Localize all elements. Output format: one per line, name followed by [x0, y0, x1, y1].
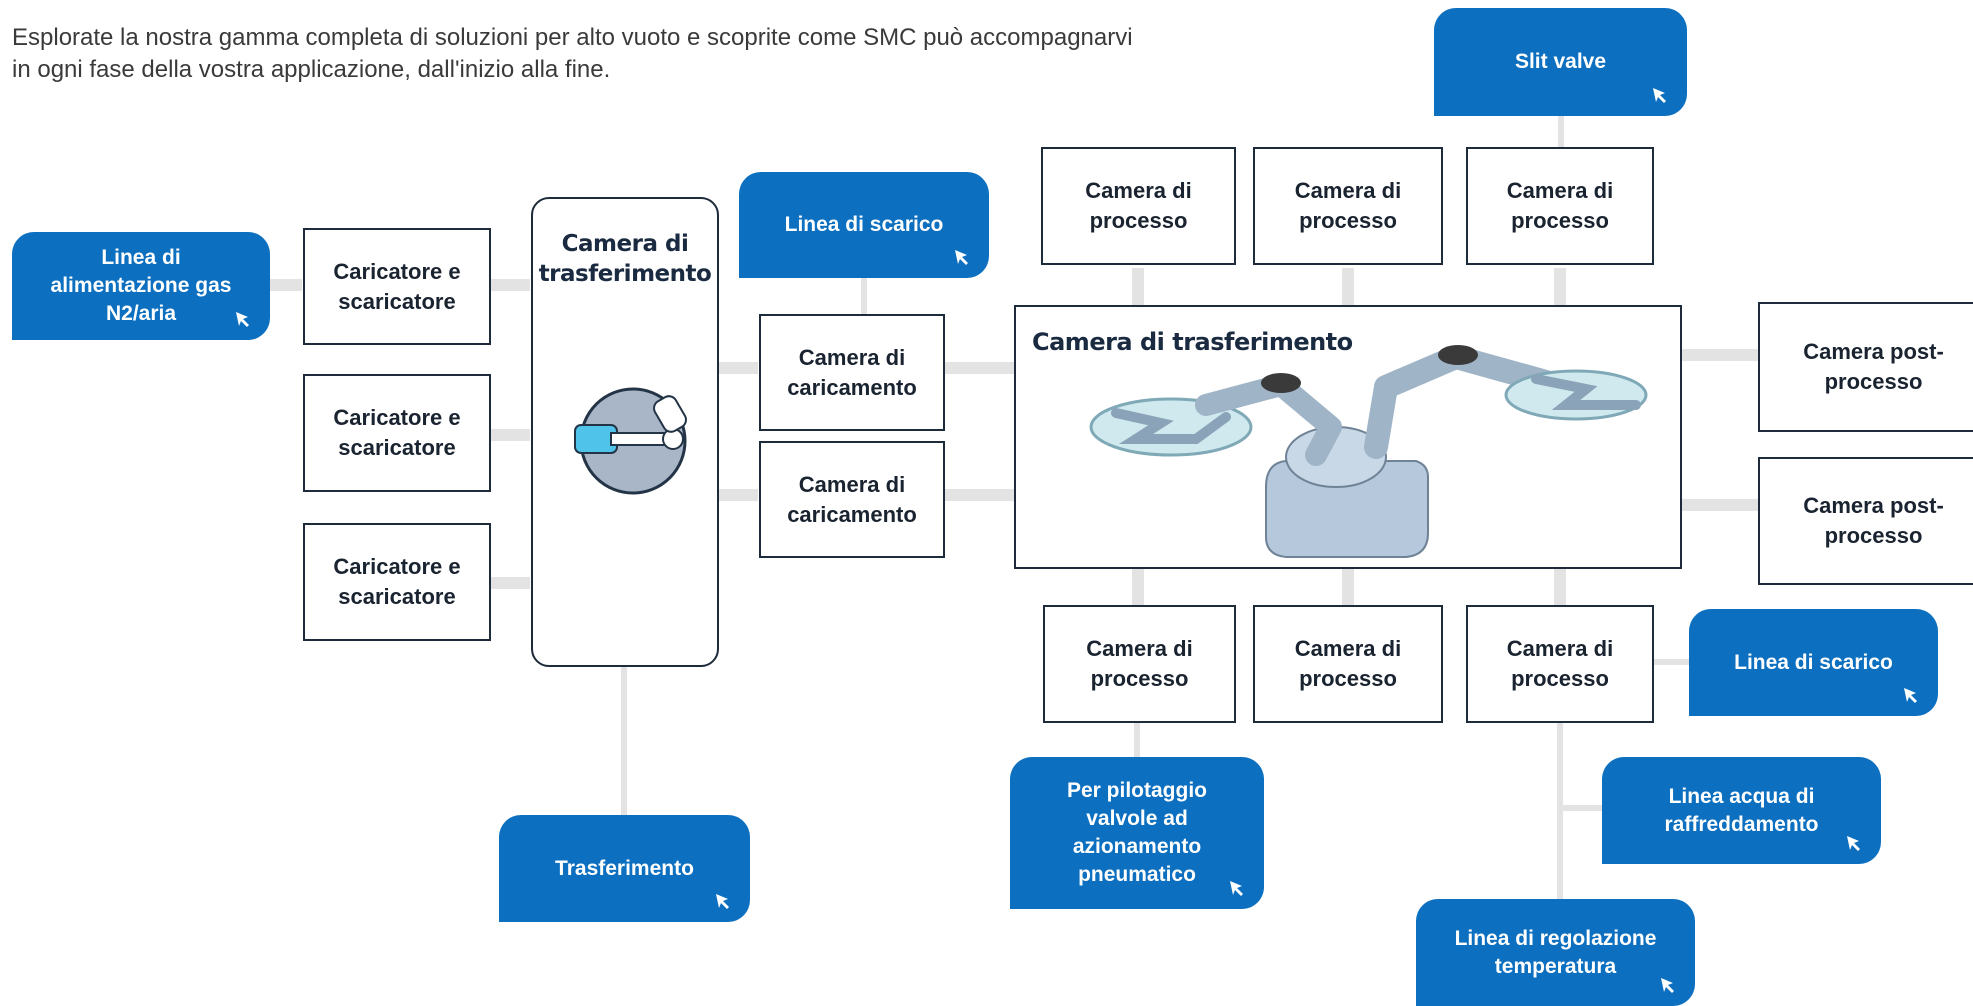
loader-unloader-2-label: Caricatore e scaricatore — [333, 405, 461, 460]
cursor-arrow-icon — [1904, 688, 1917, 703]
post-process-chamber-1-label: Camera post-processo — [1803, 339, 1944, 394]
cursor-arrow-icon — [1661, 978, 1674, 993]
temperature-control-link[interactable]: Linea di regolazione temperatura — [1416, 899, 1695, 1006]
wafer-handling-robot-illustration — [1089, 345, 1648, 558]
process-chamber-bottom-2-label: Camera di processo — [1294, 636, 1402, 691]
transfer-link[interactable]: Trasferimento — [499, 815, 750, 922]
pneumatic-valves-link[interactable]: Per pilotaggio valvole ad azionamento pn… — [1010, 757, 1264, 909]
post-process-chamber-2[interactable]: Camera post-processo — [1758, 457, 1973, 585]
loader-unloader-3[interactable]: Caricatore e scaricatore — [303, 523, 491, 641]
loader-unloader-2[interactable]: Caricatore e scaricatore — [303, 374, 491, 492]
gas-line-label: Linea di alimentazione gas N2/aria — [50, 246, 232, 325]
process-chamber-bottom-2[interactable]: Camera di processo — [1253, 605, 1443, 723]
process-chamber-top-2-label: Camera di processo — [1294, 178, 1402, 233]
post-process-chamber-1[interactable]: Camera post-processo — [1758, 302, 1973, 432]
load-chamber-2-label: Camera di caricamento — [787, 471, 917, 527]
transfer-robot-icon — [574, 387, 687, 495]
process-chamber-bottom-1[interactable]: Camera di processo — [1043, 605, 1236, 723]
process-chamber-top-3-label: Camera di processo — [1506, 178, 1614, 233]
process-chamber-top-3[interactable]: Camera di processo — [1466, 147, 1654, 265]
cursor-arrow-icon — [236, 312, 249, 327]
transfer-chamber-small-title: Camera di trasferimento — [538, 231, 712, 287]
loader-unloader-3-label: Caricatore e scaricatore — [333, 554, 461, 609]
process-chamber-bottom-3[interactable]: Camera di processo — [1466, 605, 1654, 723]
exhaust-line-right-label: Linea di scarico — [1734, 650, 1893, 674]
exhaust-line-right-link[interactable]: Linea di scarico — [1689, 609, 1938, 716]
pneumatic-valves-label: Per pilotaggio valvole ad azionamento pn… — [1066, 779, 1207, 886]
gas-line-link[interactable]: Linea di alimentazione gas N2/aria — [12, 232, 270, 340]
cursor-arrow-icon — [955, 250, 968, 265]
cooling-water-label: Linea acqua di raffreddamento — [1664, 784, 1819, 836]
cursor-arrow-icon — [1847, 836, 1860, 851]
process-chamber-bottom-3-label: Camera di processo — [1506, 636, 1614, 691]
process-chamber-top-1-label: Camera di processo — [1085, 178, 1192, 233]
slit-valve-link[interactable]: Slit valve — [1434, 8, 1687, 116]
exhaust-line-top-link[interactable]: Linea di scarico — [739, 172, 989, 278]
loader-unloader-1[interactable]: Caricatore e scaricatore — [303, 228, 491, 345]
intro-line-1: Esplorate la nostra gamma completa di so… — [12, 24, 1133, 51]
cooling-water-link[interactable]: Linea acqua di raffreddamento — [1602, 757, 1881, 864]
intro-text: Esplorate la nostra gamma completa di so… — [12, 22, 1392, 86]
process-chamber-top-1[interactable]: Camera di processo — [1041, 147, 1236, 265]
post-process-chamber-2-label: Camera post-processo — [1803, 493, 1944, 548]
loader-unloader-1-label: Caricatore e scaricatore — [333, 258, 461, 314]
cursor-arrow-icon — [1230, 881, 1243, 896]
exhaust-line-top-label: Linea di scarico — [784, 213, 944, 236]
intro-line-2: in ogni fase della vostra applicazione, … — [12, 56, 611, 83]
load-chamber-1-label: Camera di caricamento — [787, 344, 917, 400]
load-chamber-2[interactable]: Camera di caricamento — [759, 441, 945, 558]
temperature-control-label: Linea di regolazione temperatura — [1454, 926, 1657, 978]
slit-valve-label: Slit valve — [1514, 50, 1607, 73]
process-chamber-top-2[interactable]: Camera di processo — [1253, 147, 1443, 265]
transfer-label: Trasferimento — [555, 856, 694, 880]
cursor-arrow-icon — [716, 894, 729, 909]
cursor-arrow-icon — [1653, 88, 1666, 103]
load-chamber-1[interactable]: Camera di caricamento — [759, 314, 945, 431]
process-chamber-bottom-1-label: Camera di processo — [1086, 636, 1193, 691]
transfer-chamber-main-title: Camera di trasferimento — [1032, 328, 1353, 356]
transfer-chamber-small[interactable]: Camera di trasferimento — [531, 197, 719, 667]
transfer-chamber-main[interactable]: Camera di trasferimento — [1014, 305, 1682, 569]
